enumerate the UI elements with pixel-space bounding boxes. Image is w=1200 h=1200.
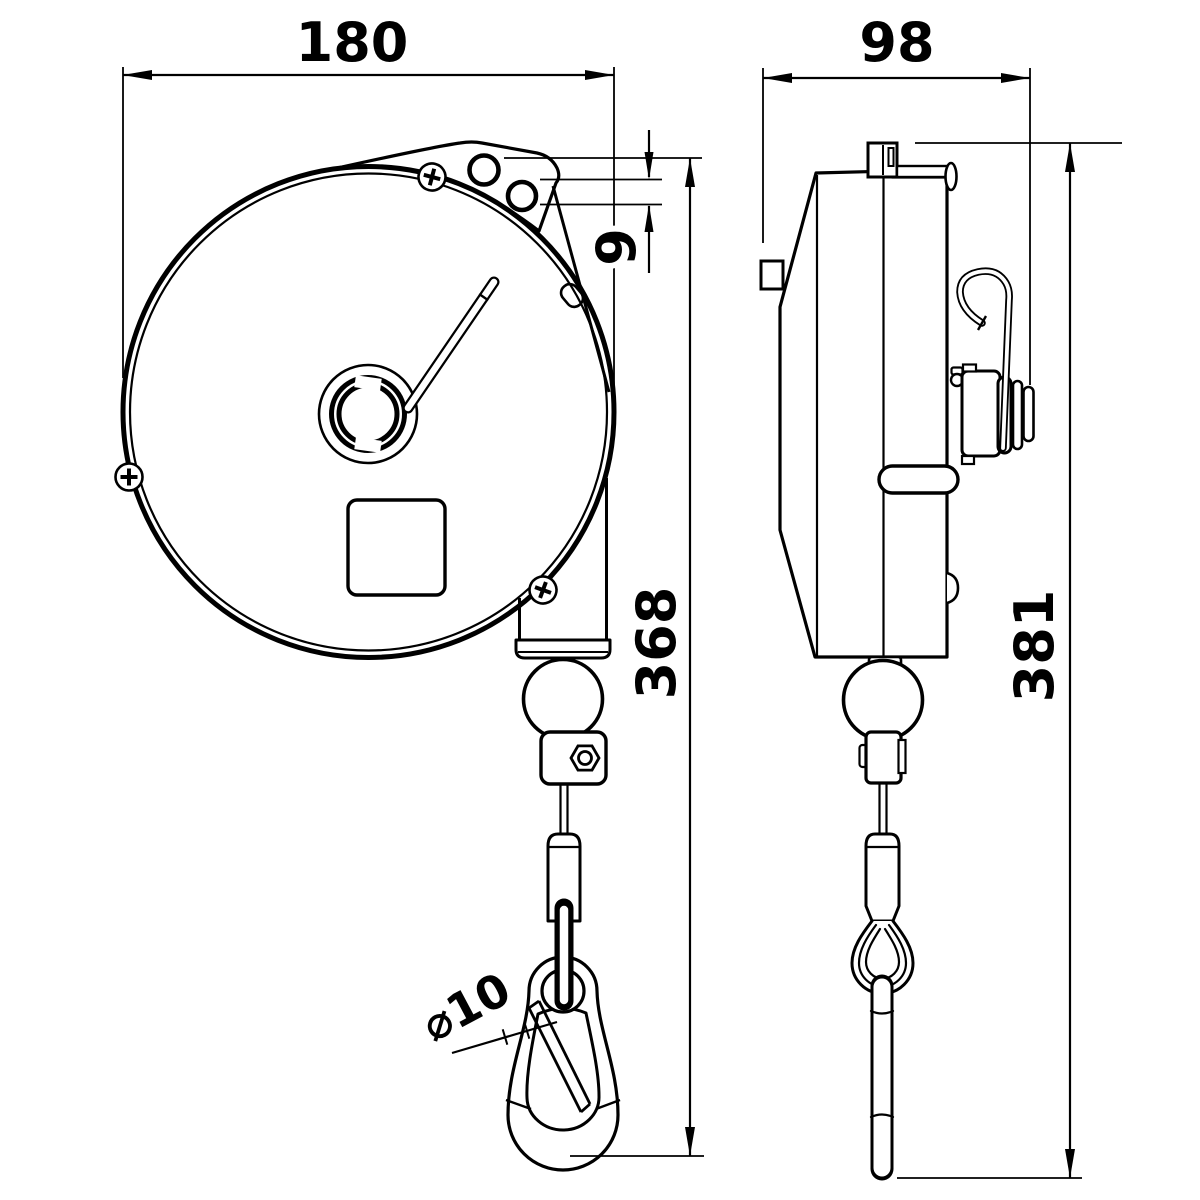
front-view: 180 9 368 ⌀10 bbox=[114, 11, 704, 1172]
screw-top bbox=[417, 162, 447, 192]
bracket-flange-edge bbox=[551, 185, 611, 393]
ball-stop bbox=[521, 657, 605, 741]
rim-pad bbox=[559, 282, 585, 309]
tension-lever bbox=[402, 276, 500, 414]
hanger-block bbox=[866, 141, 899, 179]
bracket-hole-upper bbox=[467, 153, 501, 187]
side-view: 98 381 bbox=[759, 11, 1122, 1181]
snap-hook bbox=[505, 898, 621, 1172]
ferrule bbox=[546, 832, 582, 923]
lever-tip-joint bbox=[478, 293, 489, 302]
label-plate bbox=[346, 498, 447, 597]
hanger-pin bbox=[895, 161, 958, 192]
drum-inner-rim bbox=[128, 172, 609, 652]
dim-front-length: 368 bbox=[570, 158, 704, 1157]
cable-clamp bbox=[539, 730, 608, 786]
ferrule-side bbox=[864, 832, 901, 923]
dim-hole-offset-label: 9 bbox=[585, 228, 648, 266]
cable-outlet bbox=[514, 478, 612, 660]
cable bbox=[559, 784, 569, 834]
bracket-hole-lower bbox=[505, 179, 539, 213]
adjuster-disc-3 bbox=[1022, 385, 1035, 443]
dim-side-depth-label: 98 bbox=[859, 11, 934, 74]
screw-left bbox=[114, 462, 144, 492]
hook-gate bbox=[527, 999, 592, 1114]
housing-profile bbox=[778, 169, 949, 659]
dim-front-length-label: 368 bbox=[625, 587, 688, 700]
cable-side bbox=[878, 783, 888, 834]
dim-side-length-label: 381 bbox=[1003, 590, 1066, 703]
tension-adjuster bbox=[949, 363, 1035, 466]
adjuster-disc-2 bbox=[1011, 379, 1024, 451]
dim-front-width: 180 bbox=[122, 11, 615, 430]
mounting-bracket bbox=[331, 140, 561, 233]
dim-front-width-label: 180 bbox=[296, 11, 409, 74]
hub-key-ring bbox=[336, 382, 400, 446]
ball-stop-side bbox=[841, 658, 925, 742]
cable-clamp-side bbox=[858, 730, 907, 785]
band-clamp bbox=[877, 464, 960, 495]
rim-screws bbox=[114, 162, 558, 605]
screw-bottom-right bbox=[528, 575, 558, 605]
hub bbox=[317, 363, 419, 465]
hook-edge-on bbox=[869, 974, 895, 1181]
rear-tab bbox=[759, 259, 785, 291]
dim-side-depth: 98 bbox=[762, 11, 1031, 385]
dim-side-length: 381 bbox=[897, 142, 1122, 1179]
hanging-hook bbox=[956, 267, 1013, 452]
dim-hole-offset: 9 bbox=[504, 130, 702, 273]
side-bump bbox=[945, 571, 960, 605]
